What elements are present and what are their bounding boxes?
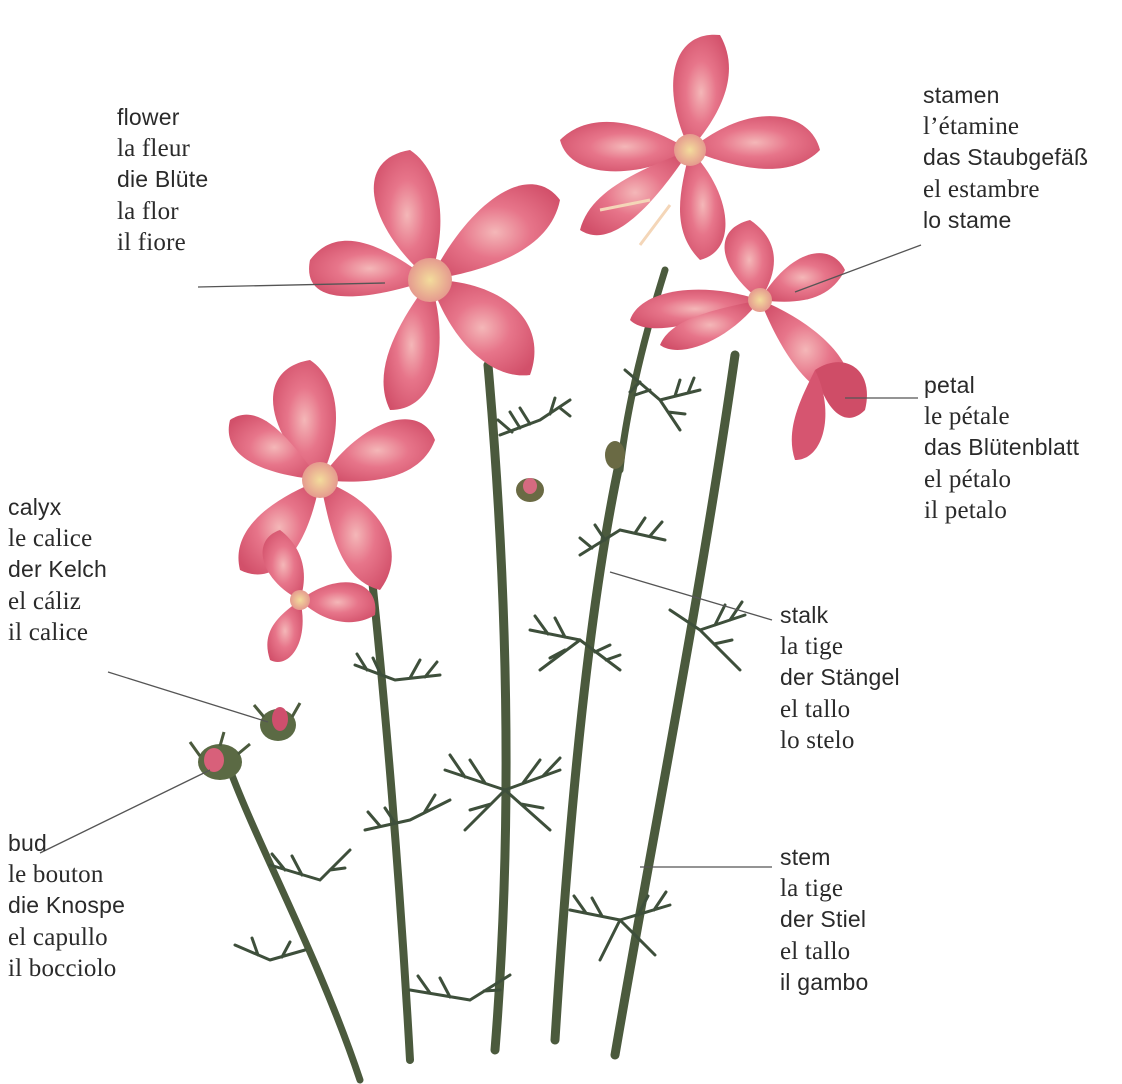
label-petal-en: petal — [924, 370, 1079, 401]
flower-top — [560, 35, 820, 260]
label-calyx: calyx le calice der Kelch el cáliz il ca… — [8, 492, 107, 648]
label-petal-es: el pétalo — [924, 464, 1079, 495]
label-flower-it: il fiore — [117, 227, 208, 258]
label-stem-it: il gambo — [780, 967, 869, 998]
leaf-cluster-2 — [625, 370, 700, 430]
flower-main — [309, 150, 560, 410]
stem-far-left — [230, 770, 360, 1080]
label-stamen-es: el estambre — [923, 174, 1088, 205]
label-flower-en: flower — [117, 102, 208, 133]
stem-right — [615, 355, 735, 1055]
leaf-cluster-9 — [570, 892, 670, 960]
leaf-cluster-8 — [365, 795, 450, 830]
stem-center-right — [555, 460, 620, 1040]
label-bud-es: el capullo — [8, 922, 125, 953]
label-petal-fr: le pétale — [924, 401, 1079, 432]
label-calyx-en: calyx — [8, 492, 107, 523]
label-flower-es: la flor — [117, 196, 208, 227]
label-stalk: stalk la tige der Stängel el tallo lo st… — [780, 600, 900, 756]
label-bud: bud le bouton die Knospe el capullo il b… — [8, 828, 125, 984]
label-stamen-fr: l’étamine — [923, 111, 1088, 142]
leaf-cluster-10 — [270, 850, 350, 880]
label-bud-fr: le bouton — [8, 859, 125, 890]
label-stalk-it: lo stelo — [780, 725, 900, 756]
leader-calyx — [108, 672, 268, 722]
label-stamen-de: das Staubgefäß — [923, 142, 1088, 173]
label-stamen-it: lo stame — [923, 205, 1088, 236]
label-stalk-de: der Stängel — [780, 662, 900, 693]
buds — [190, 441, 625, 780]
label-stalk-es: el tallo — [780, 694, 900, 725]
label-stamen: stamen l’étamine das Staubgefäß el estam… — [923, 80, 1088, 236]
label-stem-de: der Stiel — [780, 904, 869, 935]
label-stalk-fr: la tige — [780, 631, 900, 662]
label-stem-es: el tallo — [780, 936, 869, 967]
label-calyx-fr: le calice — [8, 523, 107, 554]
flower-right-side — [792, 362, 867, 460]
label-bud-en: bud — [8, 828, 125, 859]
bud — [190, 732, 250, 780]
bud-small — [516, 478, 544, 502]
label-stem-fr: la tige — [780, 873, 869, 904]
leaf-cluster-1 — [498, 398, 570, 435]
label-stem: stem la tige der Stiel el tallo il gambo — [780, 842, 869, 998]
leaf-cluster-7 — [355, 654, 440, 680]
flowers — [229, 35, 867, 662]
label-stem-en: stem — [780, 842, 869, 873]
leaf-cluster-3 — [580, 518, 665, 555]
label-calyx-it: il calice — [8, 617, 107, 648]
label-calyx-es: el cáliz — [8, 586, 107, 617]
stem-center — [488, 365, 506, 1050]
label-stalk-en: stalk — [780, 600, 900, 631]
label-bud-it: il bocciolo — [8, 953, 125, 984]
leaf-cluster-4 — [530, 616, 620, 670]
label-petal: petal le pétale das Blütenblatt el pétal… — [924, 370, 1079, 526]
calyx — [254, 703, 300, 741]
label-flower-fr: la fleur — [117, 133, 208, 164]
label-flower: flower la fleur die Blüte la flor il fio… — [117, 102, 208, 258]
label-flower-de: die Blüte — [117, 164, 208, 195]
label-bud-de: die Knospe — [8, 890, 125, 921]
bud-small-2 — [605, 441, 625, 469]
label-petal-it: il petalo — [924, 495, 1079, 526]
stem-left — [370, 560, 410, 1060]
label-calyx-de: der Kelch — [8, 554, 107, 585]
leaf-cluster-12 — [235, 938, 305, 960]
label-petal-de: das Blütenblatt — [924, 432, 1079, 463]
label-stamen-en: stamen — [923, 80, 1088, 111]
